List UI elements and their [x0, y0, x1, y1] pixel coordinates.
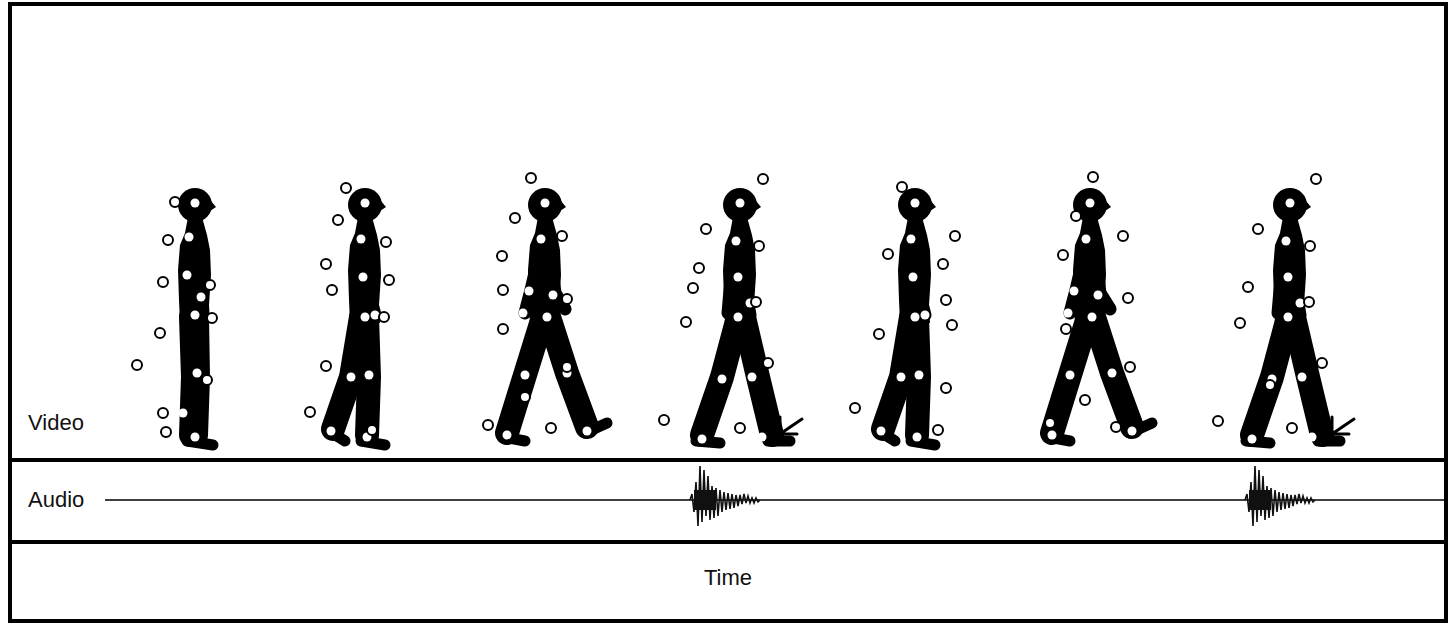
- walker-figure: [327, 188, 387, 445]
- walker-figure: [877, 188, 937, 445]
- band-panel: Video: [8, 2, 1448, 462]
- footstep-arrow: [1332, 417, 1354, 434]
- band-panel: Audio: [8, 458, 1448, 544]
- walker-figure: [1246, 188, 1340, 444]
- walker-figure: [503, 188, 608, 441]
- walker-figure: [696, 188, 790, 444]
- walker-figure: [178, 188, 216, 445]
- band-panel: Time: [8, 540, 1448, 623]
- walker-figure: [1048, 188, 1153, 441]
- panel-label: Time: [12, 565, 1444, 591]
- footstep-arrow: [780, 417, 802, 434]
- audio-burst: [690, 466, 760, 526]
- audio-burst: [1245, 466, 1315, 526]
- panel-label: Audio: [28, 487, 84, 513]
- audio-baseline: [105, 499, 1446, 501]
- panel-label: Video: [28, 410, 84, 436]
- noise-markers: [132, 172, 1327, 437]
